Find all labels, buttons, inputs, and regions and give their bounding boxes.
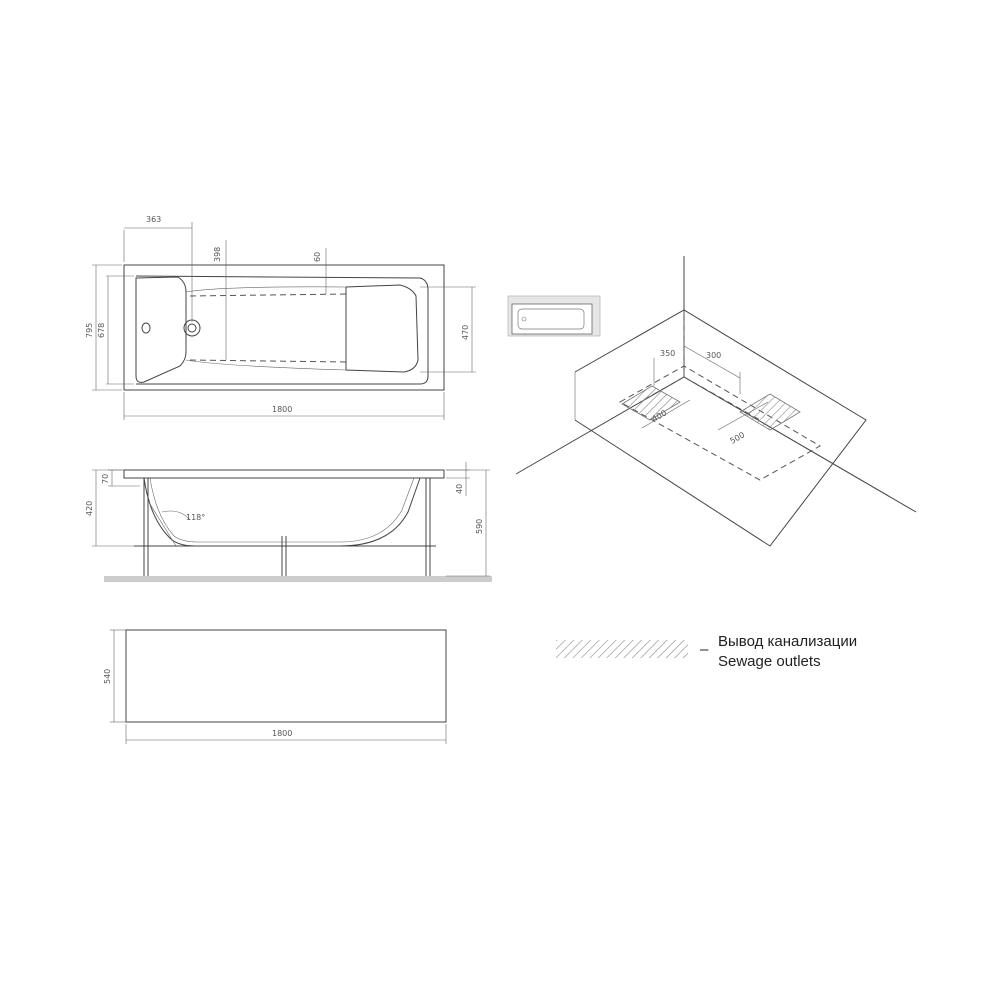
dim-363: 363 — [146, 215, 161, 224]
tub-basin-profile — [143, 477, 421, 547]
dim-350: 350 — [660, 349, 675, 358]
dim-40: 40 — [455, 484, 464, 494]
floor-plane — [574, 309, 867, 547]
overflow-drain-inner — [187, 323, 197, 333]
side-view: 118° 70 420 40 590 — [85, 462, 492, 582]
angle-118: 118° — [186, 513, 205, 522]
dim-420: 420 — [85, 501, 94, 516]
front-panel — [125, 629, 447, 723]
dim-398: 398 — [213, 247, 222, 262]
legend-hatch-swatch — [556, 640, 688, 658]
installation-view: 350 300 400 500 — [515, 256, 917, 547]
top-view: 363 398 60 795 678 470 1800 — [85, 215, 476, 420]
front-panel-view: 540 1800 — [103, 629, 447, 744]
tub-inner-basin-body — [135, 275, 429, 385]
floor — [104, 576, 492, 582]
tub-outer-rim — [123, 264, 445, 391]
dim-678: 678 — [97, 323, 106, 338]
dim-300: 300 — [706, 351, 721, 360]
sewage-outlet-2 — [739, 393, 801, 431]
dim-540: 540 — [103, 669, 112, 684]
legend-label-en: Sewage outlets — [718, 653, 821, 670]
dim-590: 590 — [475, 519, 484, 534]
tub-inner-floor — [185, 286, 347, 371]
sewage-outlet-1 — [621, 385, 681, 421]
legend: – Вывод канализации Sewage outlets — [556, 633, 857, 670]
dim-1800-panel: 1800 — [272, 729, 292, 738]
bottom-drain — [141, 322, 151, 334]
tub-backrest — [345, 284, 419, 373]
dim-470: 470 — [461, 325, 470, 340]
legend-dash: – — [700, 641, 709, 658]
dim-1800: 1800 — [272, 405, 292, 414]
dim-795: 795 — [85, 323, 94, 338]
dim-500: 500 — [729, 430, 747, 445]
tub-rim-side — [123, 469, 445, 479]
dim-60: 60 — [313, 252, 322, 262]
legend-label-ru: Вывод канализации — [718, 633, 857, 650]
floor-line-right — [683, 376, 917, 513]
bathtub-thumbnail — [507, 295, 601, 337]
tub-inner-basin — [135, 276, 187, 383]
dim-70: 70 — [101, 474, 110, 484]
